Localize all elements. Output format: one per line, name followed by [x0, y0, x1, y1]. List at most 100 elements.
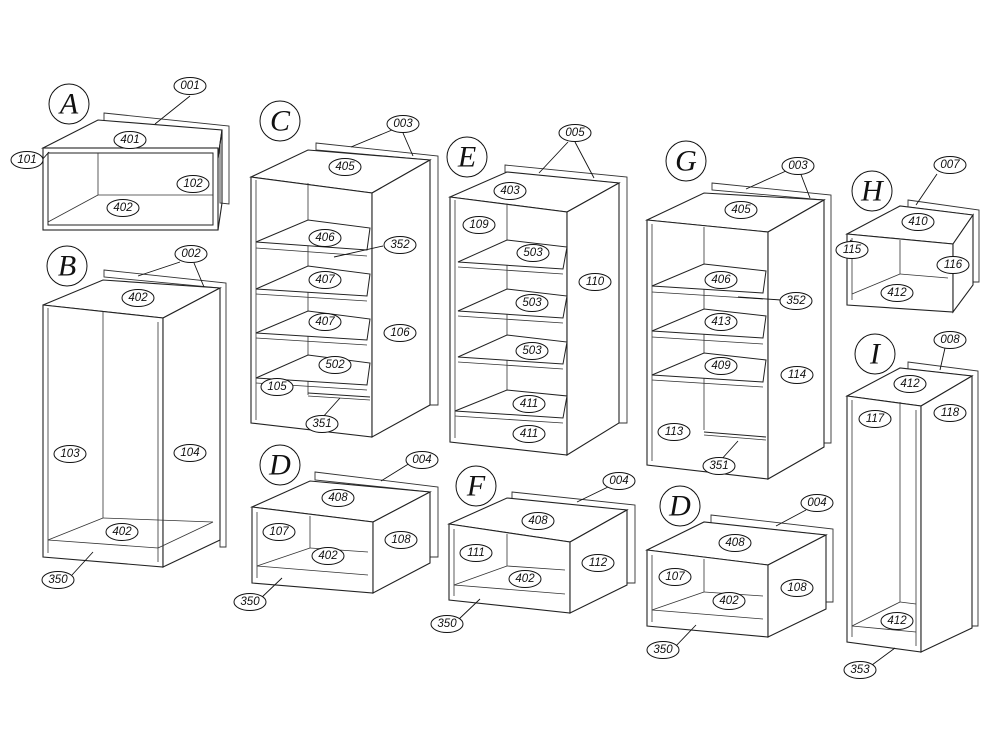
- part-label: 001: [173, 77, 207, 95]
- part-label: 107: [262, 523, 296, 541]
- svg-text:106: 106: [390, 327, 410, 339]
- svg-text:502: 502: [325, 359, 345, 371]
- part-label: 108: [780, 579, 814, 597]
- svg-text:411: 411: [520, 428, 538, 440]
- svg-text:406: 406: [711, 274, 731, 286]
- part-label: 502: [318, 356, 352, 374]
- svg-text:411: 411: [520, 398, 538, 410]
- svg-text:103: 103: [60, 448, 80, 460]
- module-letter: D: [268, 449, 291, 482]
- svg-text:408: 408: [725, 537, 745, 549]
- part-label: 407: [308, 313, 342, 331]
- svg-text:004: 004: [609, 475, 628, 487]
- module-badge: E: [446, 136, 488, 178]
- svg-text:109: 109: [469, 219, 489, 231]
- svg-text:108: 108: [787, 582, 807, 594]
- part-label: 402: [106, 199, 140, 217]
- part-label: 408: [521, 512, 555, 530]
- part-label: 105: [260, 378, 294, 396]
- part-label: 108: [384, 531, 418, 549]
- svg-text:402: 402: [719, 595, 739, 607]
- cabinet-g: [644, 182, 832, 480]
- part-label: 005: [558, 124, 592, 142]
- svg-text:114: 114: [788, 369, 806, 381]
- part-label: 407: [308, 271, 342, 289]
- part-label: 350: [41, 571, 75, 589]
- svg-text:102: 102: [183, 178, 203, 190]
- part-label: 413: [704, 313, 738, 331]
- svg-text:353: 353: [850, 664, 870, 676]
- part-label: 410: [901, 213, 935, 231]
- part-label: 352: [383, 236, 417, 254]
- svg-text:402: 402: [112, 526, 132, 538]
- part-labels: 001 401 101 102 402 002 402 103 104 402 …: [10, 77, 970, 679]
- svg-text:115: 115: [843, 244, 862, 256]
- part-label: 405: [724, 201, 758, 219]
- part-label: 411: [512, 395, 546, 413]
- svg-text:412: 412: [887, 287, 907, 299]
- svg-text:403: 403: [500, 185, 520, 197]
- part-label: 401: [113, 131, 147, 149]
- svg-text:002: 002: [181, 248, 201, 260]
- svg-text:118: 118: [941, 407, 960, 419]
- svg-text:405: 405: [335, 161, 355, 173]
- svg-text:108: 108: [391, 534, 411, 546]
- svg-text:350: 350: [48, 574, 68, 586]
- svg-text:402: 402: [515, 573, 535, 585]
- part-label: 004: [405, 451, 439, 469]
- part-label: 004: [602, 472, 636, 490]
- module-badge: H: [851, 170, 893, 212]
- svg-text:110: 110: [586, 276, 605, 288]
- svg-text:350: 350: [437, 618, 457, 630]
- part-label: 403: [493, 182, 527, 200]
- module-letter: E: [457, 141, 476, 174]
- part-label: 008: [933, 331, 967, 349]
- part-label: 002: [174, 245, 208, 263]
- module-badge: F: [455, 465, 497, 507]
- module-letter: H: [860, 175, 885, 208]
- module-letter: F: [466, 470, 486, 503]
- part-label: 405: [328, 158, 362, 176]
- svg-text:001: 001: [180, 80, 199, 92]
- part-label: 353: [843, 661, 877, 679]
- part-label: 101: [10, 151, 44, 169]
- part-label: 412: [893, 375, 927, 393]
- module-badge: D: [259, 444, 301, 486]
- svg-text:402: 402: [113, 202, 133, 214]
- svg-text:409: 409: [711, 360, 731, 372]
- svg-text:405: 405: [731, 204, 751, 216]
- module-badge: I: [854, 333, 896, 375]
- svg-text:351: 351: [312, 418, 331, 430]
- part-label: 110: [578, 273, 612, 291]
- part-label: 503: [516, 244, 550, 262]
- module-letter: D: [668, 490, 691, 523]
- svg-text:352: 352: [390, 239, 410, 251]
- part-label: 402: [105, 523, 139, 541]
- part-label: 118: [933, 404, 967, 422]
- svg-text:003: 003: [393, 118, 413, 130]
- module-letter: G: [675, 145, 697, 178]
- part-label: 111: [459, 544, 493, 562]
- svg-text:003: 003: [788, 160, 808, 172]
- part-label: 412: [880, 284, 914, 302]
- svg-text:112: 112: [589, 557, 608, 569]
- part-label: 352: [779, 292, 813, 310]
- svg-text:402: 402: [128, 292, 148, 304]
- svg-text:007: 007: [940, 159, 960, 171]
- part-label: 116: [936, 256, 970, 274]
- part-label: 113: [657, 423, 691, 441]
- part-label: 503: [515, 342, 549, 360]
- module-letter: I: [869, 338, 882, 371]
- module-badge: B: [46, 245, 88, 287]
- part-label: 402: [311, 547, 345, 565]
- svg-text:406: 406: [315, 232, 335, 244]
- svg-text:005: 005: [565, 127, 585, 139]
- part-label: 503: [515, 294, 549, 312]
- svg-text:101: 101: [17, 154, 36, 166]
- part-label: 007: [933, 156, 967, 174]
- svg-text:111: 111: [467, 547, 484, 559]
- module-badge: D: [659, 485, 701, 527]
- part-label: 004: [800, 494, 834, 512]
- part-label: 103: [53, 445, 87, 463]
